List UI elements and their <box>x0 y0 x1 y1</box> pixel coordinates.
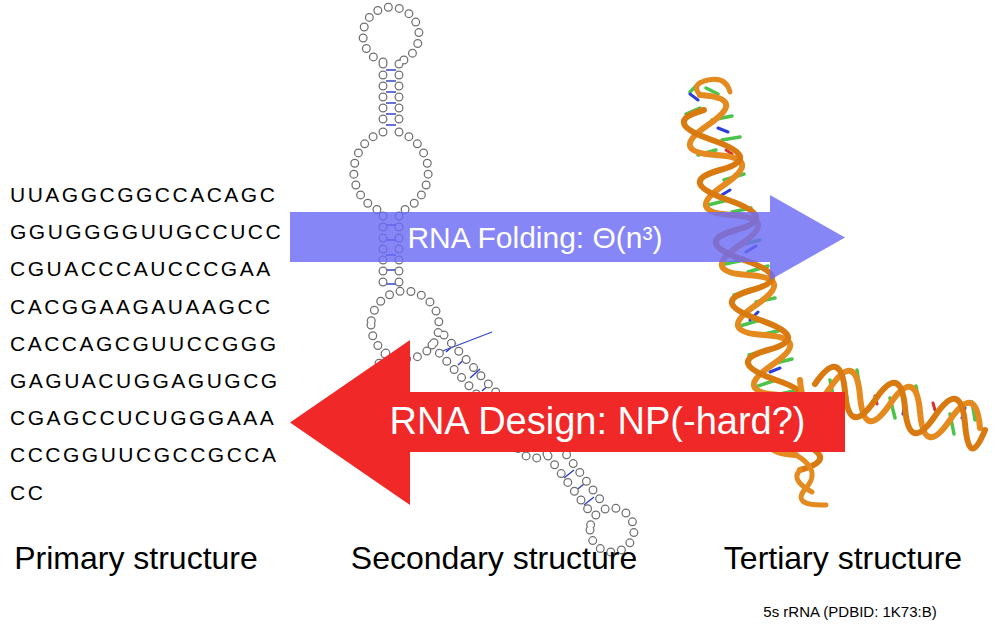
arrow-band: RNA Design: NP(-hard?) <box>290 340 845 505</box>
structure-caption: Secondary structure <box>351 540 637 577</box>
arrow-fill <box>290 340 845 505</box>
sequence-line: CACGGAAGAUAAGCC <box>10 295 273 319</box>
arrow-label: RNA Design: NP(-hard?) <box>389 401 805 443</box>
sequence-line: CACCAGCGUUCCGGG <box>10 332 279 356</box>
arrow-text-area: RNA Folding: Θ(n³) <box>300 212 770 262</box>
arrow-text-area: RNA Design: NP(-hard?) <box>360 392 835 452</box>
structure-caption: Tertiary structure <box>724 540 962 577</box>
sequence-line: GGUGGGGUUGCCUCC <box>10 220 283 244</box>
sequence-line: CGUACCCAUCCCGAA <box>10 257 273 281</box>
pdb-caption: 5s rRNA (PDBID: 1K73:B) <box>763 603 936 620</box>
structure-caption: Primary structure <box>14 540 258 577</box>
sequence-line: CCCGGUUCGCCGCCA <box>10 443 279 467</box>
arrow-fill <box>290 195 845 280</box>
arrow-label: RNA Folding: Θ(n³) <box>407 221 662 254</box>
sequence-line: UUAGGCGGCCACAGC <box>10 183 277 207</box>
sequence-line: GAGUACUGGAGUGCG <box>10 369 280 393</box>
sequence-line: CGAGCCUCUGGGAAA <box>10 406 276 430</box>
arrow-band: RNA Folding: Θ(n³) <box>290 195 845 280</box>
sequence-line: CC <box>10 481 45 505</box>
